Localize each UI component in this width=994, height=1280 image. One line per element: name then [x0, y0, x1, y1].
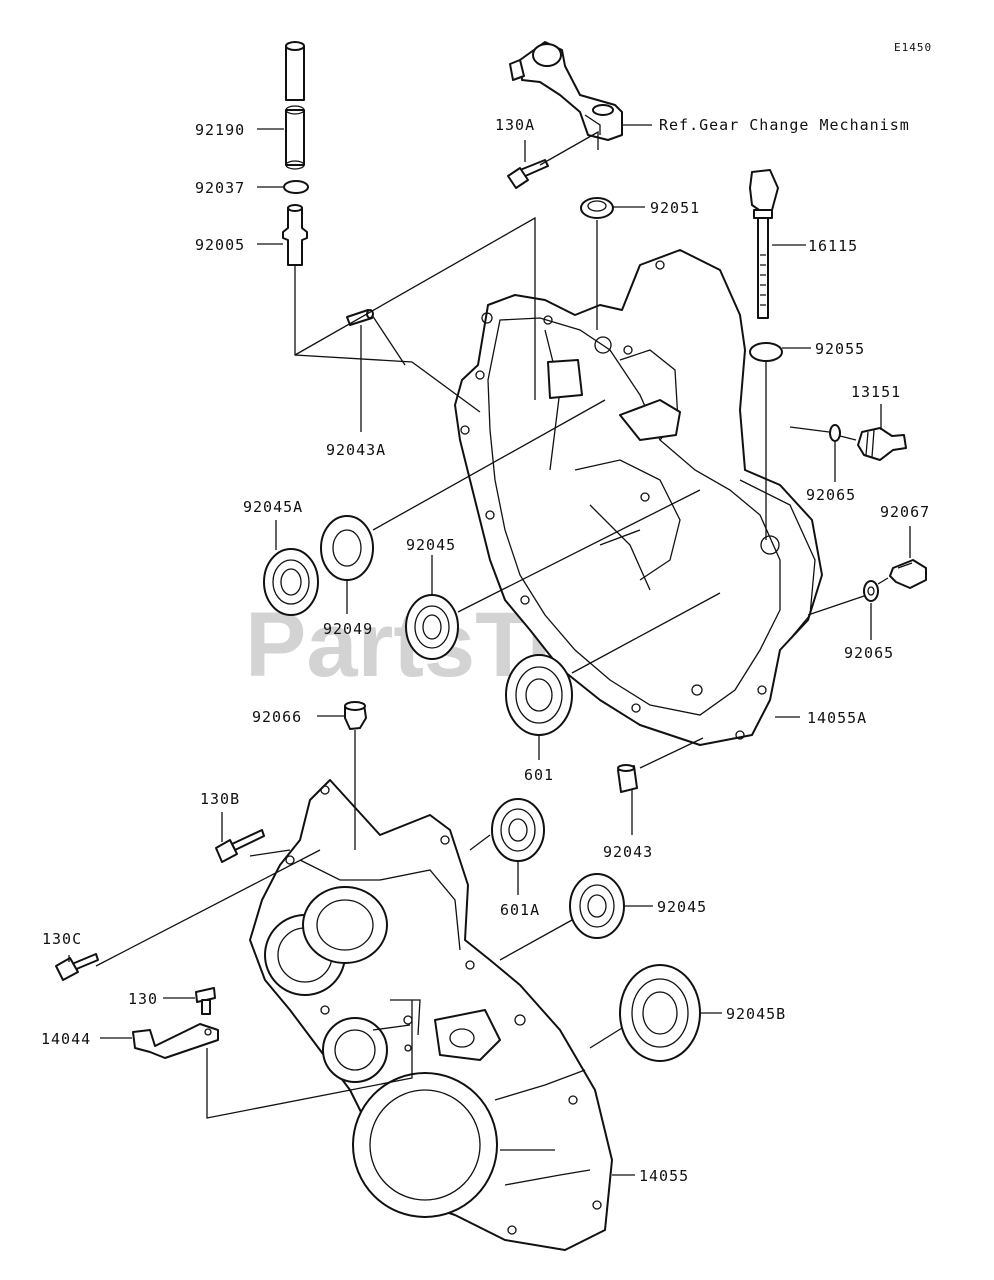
label-14044[interactable]: 14044	[41, 1030, 91, 1048]
label-601[interactable]: 601	[524, 766, 554, 784]
label-92190[interactable]: 92190	[195, 121, 245, 139]
label-14055[interactable]: 14055	[639, 1167, 689, 1185]
part-92065-washer-low[interactable]	[863, 580, 879, 602]
part-92043-dowel[interactable]	[617, 764, 638, 793]
part-601a-bearing[interactable]	[491, 798, 545, 862]
crankcase-upper-14055a	[454, 249, 823, 746]
part-130b-bolt[interactable]	[215, 829, 265, 863]
label-130c[interactable]: 130C	[42, 930, 82, 948]
part-16115-dipstick[interactable]	[749, 169, 779, 319]
label-92043[interactable]: 92043	[603, 843, 653, 861]
part-92037-clip[interactable]	[283, 180, 309, 194]
part-92067-plug[interactable]	[889, 559, 927, 589]
leader-lines	[68, 124, 911, 1176]
label-13151[interactable]: 13151	[851, 383, 901, 401]
label-92067[interactable]: 92067	[880, 503, 930, 521]
label-92037[interactable]: 92037	[195, 179, 245, 197]
label-92065-low[interactable]: 92065	[844, 644, 894, 662]
part-92190-tube[interactable]	[285, 41, 305, 170]
label-92049[interactable]: 92049	[323, 620, 373, 638]
part-601-bearing[interactable]	[505, 654, 573, 736]
part-92065-washer-top[interactable]	[829, 424, 841, 442]
label-92055[interactable]: 92055	[815, 340, 865, 358]
part-92005-fitting[interactable]	[282, 204, 308, 266]
label-ref-gear-change[interactable]: Ref.Gear Change Mechanism	[659, 116, 910, 134]
label-92045-low[interactable]: 92045	[657, 898, 707, 916]
part-92045-bearing-mid[interactable]	[405, 594, 459, 660]
part-130-bolt[interactable]	[195, 987, 216, 1015]
part-92051-oil-seal[interactable]	[580, 197, 614, 219]
label-601a[interactable]: 601A	[500, 901, 540, 919]
part-92066-plug[interactable]	[344, 701, 367, 730]
label-92051[interactable]: 92051	[650, 199, 700, 217]
label-130b[interactable]: 130B	[200, 790, 240, 808]
label-130a[interactable]: 130A	[495, 116, 535, 134]
crankcase-lower-14055	[249, 779, 613, 1251]
label-92045b[interactable]: 92045B	[726, 1005, 786, 1023]
part-92045a-bearing[interactable]	[263, 548, 319, 616]
part-92045b-bearing[interactable]	[619, 964, 701, 1062]
label-92045a[interactable]: 92045A	[243, 498, 303, 516]
part-130c-bolt[interactable]	[55, 953, 99, 981]
part-92049-oil-seal[interactable]	[320, 515, 374, 581]
part-13151-switch[interactable]	[857, 427, 907, 461]
diagram-code: E1450	[894, 41, 932, 54]
label-14055a[interactable]: 14055A	[807, 709, 867, 727]
part-14044-bracket[interactable]	[132, 1023, 219, 1059]
label-92066[interactable]: 92066	[252, 708, 302, 726]
label-130[interactable]: 130	[128, 990, 158, 1008]
label-92065-top[interactable]: 92065	[806, 486, 856, 504]
label-16115[interactable]: 16115	[808, 237, 858, 255]
label-92005[interactable]: 92005	[195, 236, 245, 254]
part-gear-change-lever[interactable]	[509, 41, 623, 141]
part-92055-o-ring[interactable]	[749, 342, 783, 362]
label-92045-mid[interactable]: 92045	[406, 536, 456, 554]
label-92043a[interactable]: 92043A	[326, 441, 386, 459]
part-92045-bearing-low[interactable]	[569, 873, 625, 939]
part-labels: 92190 92037 92005 130A Ref.Gear Change M…	[41, 116, 930, 1185]
